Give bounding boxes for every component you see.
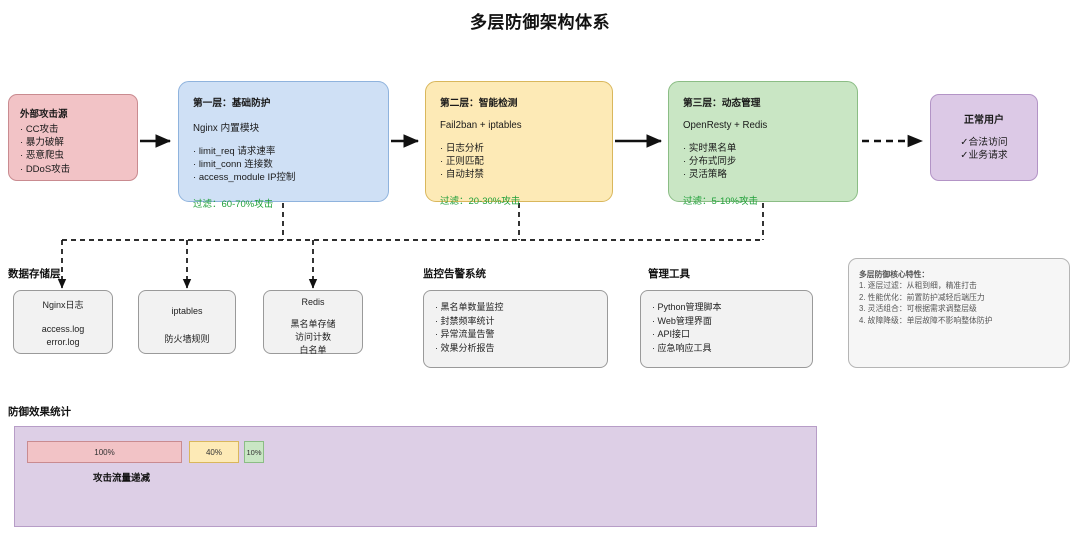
list-item: 应急响应工具 (652, 342, 812, 356)
stats-heading: 防御效果统计 (8, 406, 71, 418)
layer-3-filter: 过滤：5-10%攻击 (683, 195, 758, 207)
storage-box-iptables[interactable]: iptables 防火墙规则 (138, 290, 236, 354)
list-item: 封禁频率统计 (435, 315, 607, 329)
layer-3-heading: 第三层：动态管理 (683, 98, 761, 109)
monitoring-box[interactable]: 黑名单数量监控 封禁频率统计 异常流量告警 效果分析报告 (423, 290, 608, 368)
section-heading-storage: 数据存储层 (8, 268, 61, 280)
list-item: 灵活策略 (683, 168, 857, 181)
storage-box-title: Nginx日志 (42, 300, 84, 310)
list-item: limit_conn 连接数 (193, 158, 388, 171)
list-item: 实时黑名单 (683, 142, 857, 155)
node-layer-1[interactable]: 第一层：基础防护 Nginx 内置模块 limit_req 请求速率 limit… (178, 81, 389, 210)
layer-1-filter: 过滤：60-70%攻击 (193, 198, 274, 210)
section-heading-monitoring: 监控告警系统 (423, 268, 486, 280)
storage-box-title: Redis (301, 297, 325, 307)
list-item: Python管理脚本 (652, 301, 812, 315)
stat-bar-2: 40% (189, 441, 239, 463)
core-features-line: 3. 灵活组合：可根据需求调整层级 (859, 304, 977, 314)
list-item: 恶意爬虫 (20, 149, 137, 162)
storage-box-line: 白名单 (299, 345, 327, 355)
monitoring-list: 黑名单数量监控 封禁频率统计 异常流量告警 效果分析报告 (435, 301, 607, 355)
attack-source-list: CC攻击 暴力破解 恶意爬虫 DDoS攻击 (20, 123, 137, 176)
layer-3-subtitle: OpenResty + Redis (683, 120, 768, 131)
layer-1-list: limit_req 请求速率 limit_conn 连接数 access_mod… (193, 145, 388, 185)
attack-source-heading: 外部攻击源 (20, 109, 68, 120)
list-item: 自动封禁 (440, 168, 612, 181)
list-item: API接口 (652, 328, 812, 342)
list-item: 暴力破解 (20, 136, 137, 149)
list-item: DDoS攻击 (20, 163, 137, 176)
list-item: 日志分析 (440, 142, 612, 155)
dashed-bus (62, 203, 764, 241)
storage-box-nginx-log[interactable]: Nginx日志 access.log error.log (13, 290, 113, 354)
node-layer-3[interactable]: 第三层：动态管理 OpenResty + Redis 实时黑名单 分布式同步 灵… (668, 81, 858, 207)
storage-box-line: 黑名单存储 (290, 319, 336, 329)
node-normal-user[interactable]: 正常用户 ✓合法访问 ✓业务请求 (930, 94, 1038, 181)
stat-bar-1: 100% (27, 441, 182, 463)
list-item: 效果分析报告 (435, 342, 607, 356)
layer-2-filter: 过滤：20-30%攻击 (440, 195, 521, 207)
core-features-line: 2. 性能优化：前置防护减轻后端压力 (859, 292, 985, 302)
normal-user-item: ✓业务请求 (960, 150, 1008, 162)
list-item: limit_req 请求速率 (193, 145, 388, 158)
storage-box-title: iptables (171, 306, 203, 316)
storage-box-line: 防火墙规则 (164, 334, 210, 344)
core-features-heading: 多层防御核心特性： (859, 270, 930, 279)
section-heading-management: 管理工具 (648, 268, 690, 280)
stats-caption: 攻击流量递减 (93, 473, 151, 484)
core-features-line: 1. 逐层过滤：从粗到细，精准打击 (859, 281, 977, 291)
list-item: 分布式同步 (683, 155, 857, 168)
list-item: 正则匹配 (440, 155, 612, 168)
list-item: access_module IP控制 (193, 171, 388, 184)
list-item: 黑名单数量监控 (435, 301, 607, 315)
node-attack-source[interactable]: 外部攻击源 CC攻击 暴力破解 恶意爬虫 DDoS攻击 (8, 94, 138, 181)
management-box[interactable]: Python管理脚本 Web管理界面 API接口 应急响应工具 (640, 290, 813, 368)
stats-panel: 100% 40% 10% 攻击流量递减 (14, 426, 817, 527)
storage-box-redis[interactable]: Redis 黑名单存储 访问计数 白名单 (263, 290, 363, 355)
page-title: 多层防御架构体系 (470, 13, 610, 32)
stat-bar-3: 10% (244, 441, 264, 463)
layer-2-list: 日志分析 正则匹配 自动封禁 (440, 142, 612, 182)
storage-box-line: error.log (46, 337, 80, 347)
layer-1-subtitle: Nginx 内置模块 (193, 123, 260, 134)
core-features-line: 4. 故障降级：单层故障不影响整体防护 (859, 315, 993, 325)
list-item: Web管理界面 (652, 315, 812, 329)
list-item: 异常流量告警 (435, 328, 607, 342)
normal-user-heading: 正常用户 (964, 115, 1004, 126)
node-layer-2[interactable]: 第二层：智能检测 Fail2ban + iptables 日志分析 正则匹配 自… (425, 81, 613, 207)
list-item: CC攻击 (20, 123, 137, 136)
layer-3-list: 实时黑名单 分布式同步 灵活策略 (683, 142, 857, 182)
layer-2-subtitle: Fail2ban + iptables (440, 120, 522, 131)
storage-box-line: access.log (41, 324, 85, 334)
management-list: Python管理脚本 Web管理界面 API接口 应急响应工具 (652, 301, 812, 355)
layer-2-heading: 第二层：智能检测 (440, 98, 518, 109)
core-features-panel: 多层防御核心特性： 1. 逐层过滤：从粗到细，精准打击 2. 性能优化：前置防护… (848, 258, 1070, 368)
normal-user-item: ✓合法访问 (960, 137, 1008, 148)
storage-box-line: 访问计数 (294, 332, 331, 342)
layer-1-heading: 第一层：基础防护 (193, 98, 271, 109)
